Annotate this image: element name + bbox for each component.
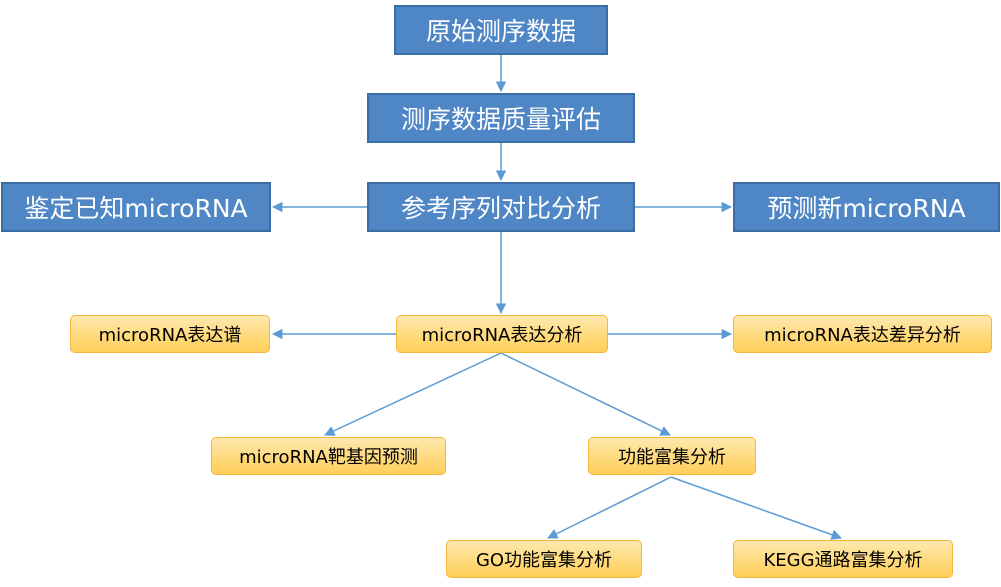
node-differential-expression: microRNA表达差异分析: [733, 315, 992, 353]
node-novel-mirna-label: 预测新microRNA: [767, 194, 966, 223]
node-expression-profile-label: microRNA表达谱: [98, 325, 242, 346]
node-kegg-enrichment-label: KEGG通路富集分析: [763, 550, 923, 571]
node-kegg-enrichment: KEGG通路富集分析: [733, 540, 953, 578]
node-known-mirna-label: 鉴定已知microRNA: [24, 194, 248, 223]
node-go-enrichment: GO功能富集分析: [446, 540, 642, 578]
arrow-expression-to-target: [324, 352, 502, 436]
node-raw-data-label: 原始测序数据: [425, 17, 576, 46]
arrow-enrichment-to-kegg: [670, 476, 842, 540]
node-reference-align-label: 参考序列对比分析: [400, 194, 601, 223]
node-target-prediction-label: microRNA靶基因预测: [239, 447, 418, 468]
node-functional-enrichment-label: 功能富集分析: [618, 447, 726, 468]
node-differential-expression-label: microRNA表达差异分析: [764, 325, 961, 346]
node-expression-profile: microRNA表达谱: [70, 315, 270, 353]
node-target-prediction: microRNA靶基因预测: [211, 437, 446, 475]
node-raw-data: 原始测序数据: [394, 5, 608, 55]
node-novel-mirna: 预测新microRNA: [733, 182, 1000, 232]
arrow-enrichment-to-go: [547, 476, 672, 539]
node-reference-align: 参考序列对比分析: [367, 182, 635, 232]
node-known-mirna: 鉴定已知microRNA: [1, 182, 271, 232]
node-quality-eval-label: 测序数据质量评估: [400, 105, 601, 134]
node-quality-eval: 测序数据质量评估: [367, 93, 635, 143]
node-expression-analysis-label: microRNA表达分析: [421, 325, 583, 346]
node-go-enrichment-label: GO功能富集分析: [475, 550, 613, 571]
arrow-expression-to-enrichment: [500, 352, 671, 436]
node-expression-analysis: microRNA表达分析: [396, 315, 608, 353]
node-functional-enrichment: 功能富集分析: [588, 437, 756, 475]
